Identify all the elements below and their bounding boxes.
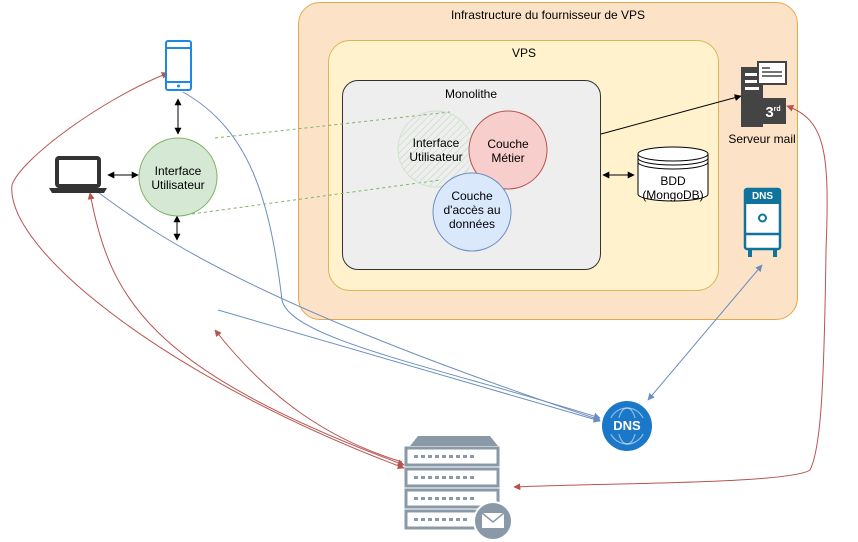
mail-server-badge: 3rd [760,103,786,120]
monolith-label: Monolithe [444,87,498,101]
edge-laptop-to-mailserver [87,192,405,467]
email-server-rack-icon [404,436,513,541]
data-layer-label-line-3: données [448,217,496,231]
business-layer-label: Couche Métier [458,137,558,165]
ui-client-circle [138,137,218,217]
database-label: BDD (MongoDB) [623,174,723,202]
database-label-line-1: BDD [660,174,686,188]
business-layer-circle [468,110,548,190]
database-cylinder-icon [637,146,709,202]
ui-layer-label-line-2: Utilisateur [409,150,463,164]
third-party-mail-server-icon [741,61,787,127]
ui-client-label: Interface Utilisateur [128,164,228,192]
data-layer-circle [432,172,512,252]
edge-canvas-to-dns [217,309,601,423]
dns-globe-icon [602,401,652,451]
laptop-icon [49,156,107,193]
ui-client-label-line-2: Utilisateur [151,178,205,192]
vps-label: VPS [511,46,536,60]
data-layer-label-line-2: d'accès au [443,203,501,217]
ui-layer-label: Interface Utilisateur [386,136,486,164]
edge-dns-server-to-cloud [647,264,763,401]
edge-mailserver-to-canvas [214,329,403,463]
mail-server-badge-number: 3 [765,104,774,121]
ui-client-label-line-1: Interface [154,164,202,178]
dns-server-tower-icon [743,187,782,257]
edge-monolith-to-mail [600,94,742,135]
business-layer-label-line-2: Métier [491,151,525,165]
edge-laptop-to-dns [98,192,601,422]
edge-thirdparty-mail-to-mailserver [513,104,828,491]
provider-infrastructure-label: Infrastructure du fournisseur de VPS [450,8,646,22]
ui-layer-label-line-1: Interface [412,136,460,150]
data-layer-label-line-1: Couche [451,189,493,203]
business-layer-label-line-1: Couche [487,137,529,151]
edge-phone-to-mailserver [11,72,405,470]
data-layer-label: Couche d'accès au données [422,189,522,231]
mail-server-badge-suffix: rd [773,106,781,113]
database-label-line-2: (MongoDB) [642,188,704,202]
mail-server-label: Serveur mail [728,132,796,146]
dns-server-label: DNS [751,191,774,202]
projection-line-bottom [191,179,441,215]
dns-cloud-label: DNS [613,418,641,433]
edge-phone-to-dns [182,91,601,420]
smartphone-icon [165,40,192,91]
